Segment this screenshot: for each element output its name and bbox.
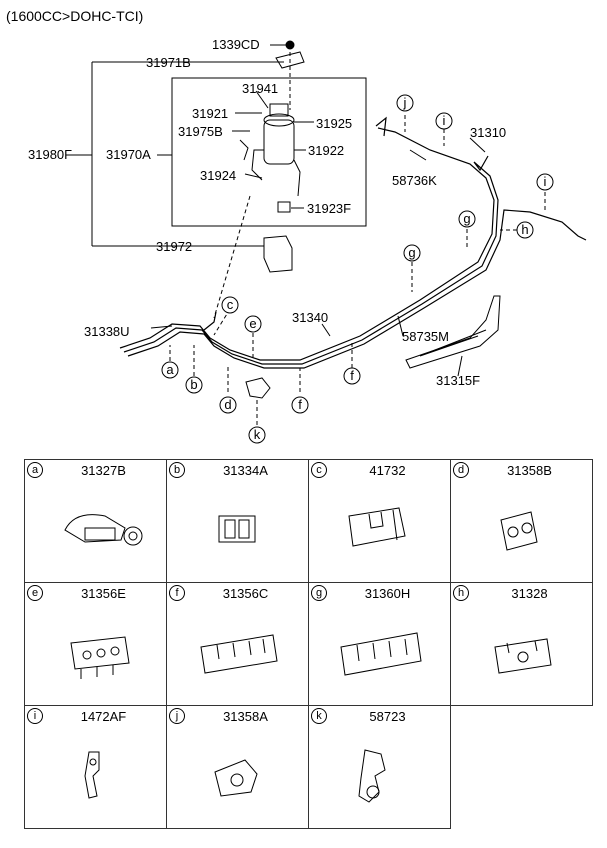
part-code: 31356C — [222, 586, 269, 601]
part-letter: b — [169, 462, 185, 478]
part-cell: h 31328 — [450, 582, 593, 706]
part-code: 31334A — [223, 463, 268, 478]
callout-31922: 31922 — [308, 143, 344, 158]
part-cell: d 31358B — [450, 459, 593, 583]
clip-illustration — [70, 636, 130, 679]
part-code: 41732 — [369, 463, 406, 478]
part-code: 31358B — [507, 463, 552, 478]
callout-31310: 31310 — [470, 125, 506, 140]
fuel-line-diagram: 1339CD 31971B 31941 31921 31925 31975B 3… — [28, 37, 587, 444]
empty-cell — [451, 706, 593, 829]
callout-31923F: 31923F — [307, 201, 351, 216]
marker-i-1: i — [443, 113, 446, 128]
marker-d: d — [224, 397, 231, 412]
part-cell: i 1472AF — [24, 705, 167, 829]
part-cell: c 41732 — [308, 459, 451, 583]
clip-illustration — [214, 759, 258, 797]
part-letter: e — [27, 585, 43, 601]
part-cell: b 31334A — [166, 459, 309, 583]
clip-illustration — [340, 632, 422, 676]
marker-c: c — [227, 297, 234, 312]
callout-31338U: 31338U — [84, 324, 130, 339]
parts-row: a 31327B b 31334A c 41732 d 31358B — [24, 459, 593, 583]
callout-31972: 31972 — [156, 239, 192, 254]
clip-illustration — [494, 638, 552, 674]
callout-31925: 31925 — [316, 116, 352, 131]
part-letter: d — [453, 462, 469, 478]
part-cell: a 31327B — [24, 459, 167, 583]
part-code: 31358A — [223, 709, 268, 724]
marker-k: k — [254, 427, 261, 442]
clip-illustration — [348, 507, 406, 547]
part-letter: j — [169, 708, 185, 724]
callout-31970A: 31970A — [106, 147, 151, 162]
marker-h: h — [521, 222, 528, 237]
part-cell: f 31356C — [166, 582, 309, 706]
callout-31924: 31924 — [200, 168, 236, 183]
clip-illustration — [200, 634, 278, 674]
clip-illustration — [64, 514, 143, 546]
parts-row: e 31356E f 31356C g 31360H h 31328 — [24, 582, 593, 706]
callout-31941: 31941 — [242, 81, 278, 96]
callout-31340: 31340 — [292, 310, 328, 325]
callout-31971B: 31971B — [146, 55, 191, 70]
part-code: 31356E — [81, 586, 126, 601]
diagram-title: (1600CC>DOHC-TCI) — [6, 8, 144, 24]
part-code: 31360H — [364, 586, 411, 601]
marker-g-2: g — [408, 245, 415, 260]
part-letter: i — [27, 708, 43, 724]
part-cell: k 58723 — [308, 705, 451, 829]
part-cell: g 31360H — [308, 582, 451, 706]
part-letter: g — [311, 585, 327, 601]
clip-illustration — [358, 749, 386, 803]
marker-g-1: g — [463, 211, 470, 226]
marker-e: e — [249, 316, 256, 331]
part-letter: f — [169, 585, 185, 601]
callout-31315F: 31315F — [436, 373, 480, 388]
clip-illustration — [218, 515, 256, 543]
callout-58736K: 58736K — [392, 173, 437, 188]
part-code: 1472AF — [80, 709, 127, 724]
marker-j: j — [403, 95, 407, 110]
callout-31975B: 31975B — [178, 124, 223, 139]
part-letter: c — [311, 462, 327, 478]
parts-table: a 31327B b 31334A c 41732 d 31358B e 31356E f… — [24, 459, 593, 829]
part-code: 31327B — [81, 463, 126, 478]
part-letter: k — [311, 708, 327, 724]
parts-row: i 1472AF j 31358A k 58723 — [24, 705, 593, 829]
callout-1339CD: 1339CD — [212, 37, 260, 52]
part-cell: e 31356E — [24, 582, 167, 706]
callout-58735M: 58735M — [402, 329, 449, 344]
clip-illustration — [500, 511, 538, 551]
callout-31980F: 31980F — [28, 147, 72, 162]
marker-f-1: f — [298, 397, 302, 412]
part-letter: a — [27, 462, 43, 478]
part-letter: h — [453, 585, 469, 601]
part-cell: j 31358A — [166, 705, 309, 829]
marker-f-2: f — [350, 368, 354, 383]
marker-a: a — [166, 362, 174, 377]
marker-b: b — [190, 377, 197, 392]
part-code: 31328 — [511, 586, 548, 601]
callout-31921: 31921 — [192, 106, 228, 121]
marker-i-2: i — [544, 174, 547, 189]
part-code: 58723 — [369, 709, 406, 724]
clip-illustration — [84, 751, 100, 799]
